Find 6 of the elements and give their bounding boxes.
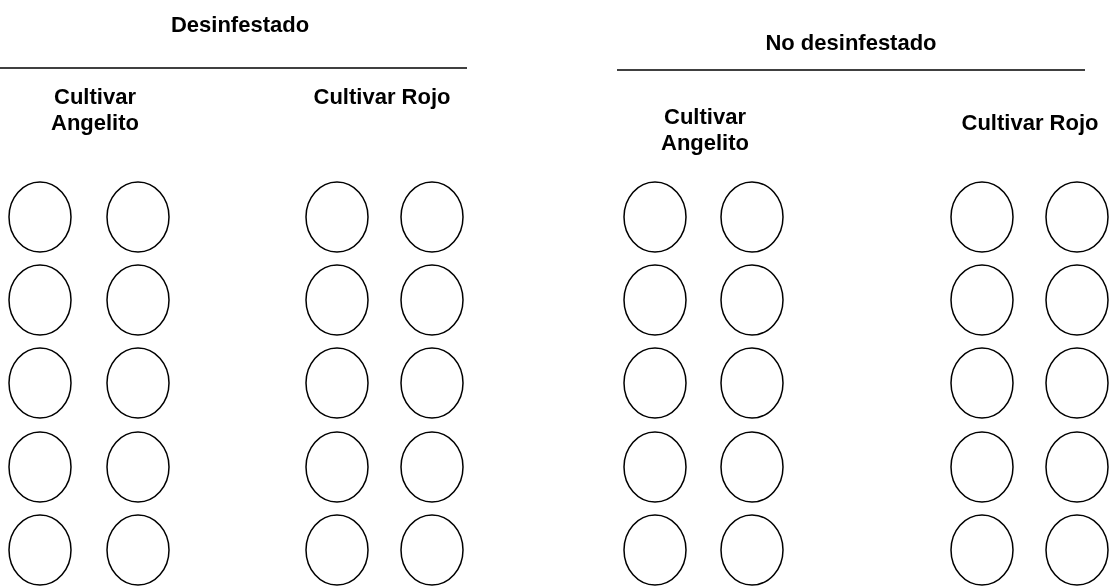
column-heading: Cultivar Angelito xyxy=(50,84,140,137)
column-heading: Cultivar Rojo xyxy=(312,84,452,111)
section-heading: Desinfestado xyxy=(169,12,311,39)
section-heading: No desinfestado xyxy=(764,30,938,57)
column-heading: Cultivar Rojo xyxy=(960,110,1100,137)
column-heading: Cultivar Angelito xyxy=(660,104,750,157)
